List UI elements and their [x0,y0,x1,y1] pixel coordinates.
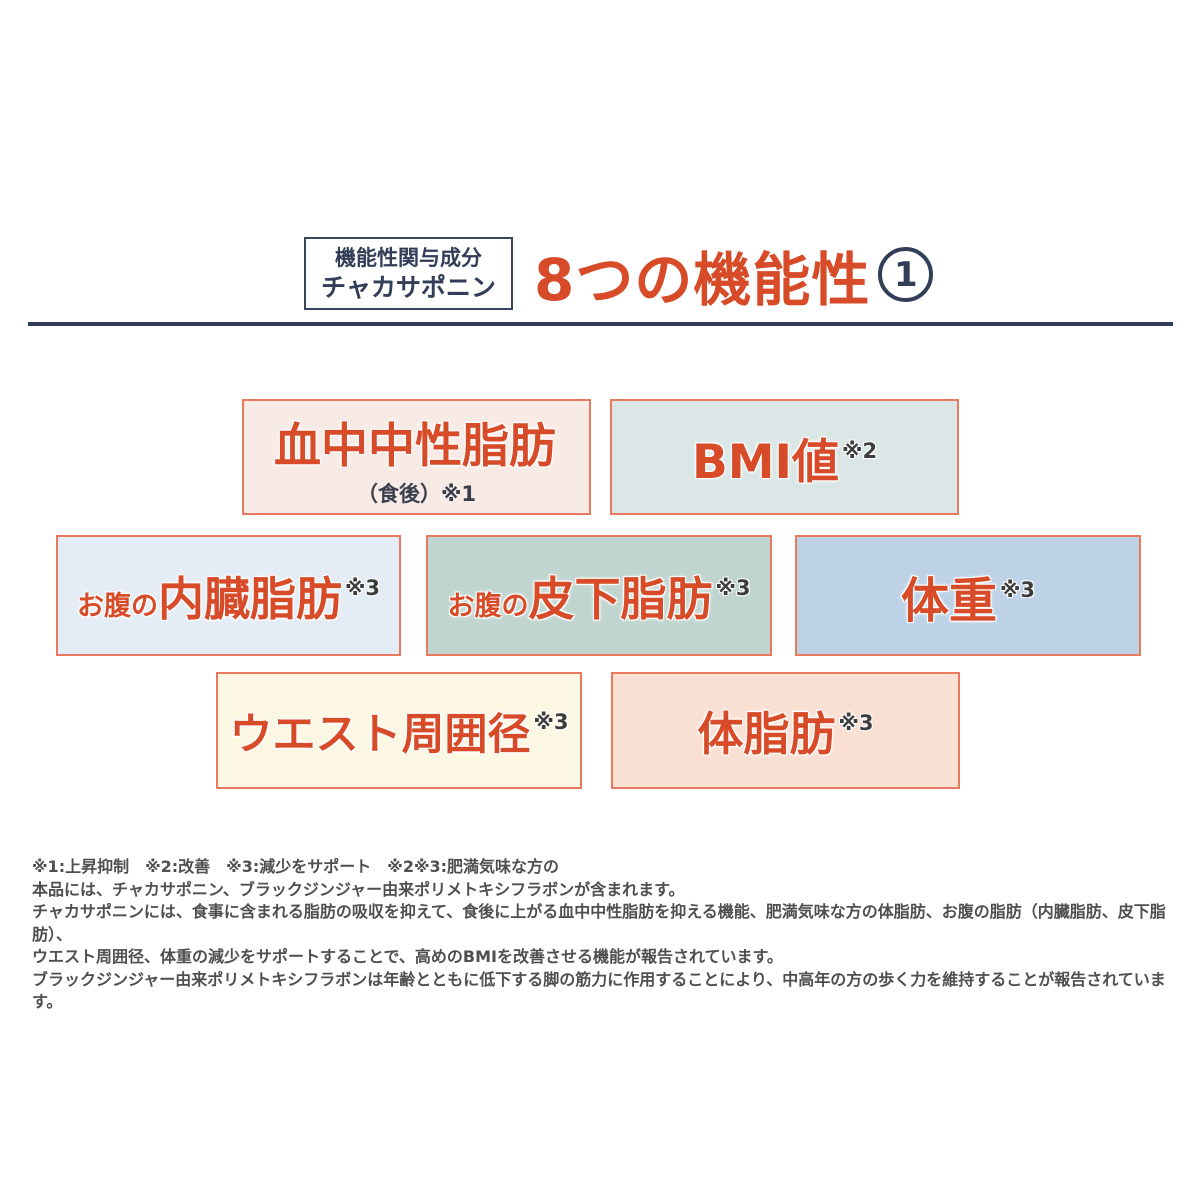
function-label: 内臓脂肪 [157,571,342,626]
function-box-body-fat: 体脂肪 ※3 [611,672,960,789]
footnote-mark: ※3 [344,575,381,600]
function-label: BMI値 [691,434,840,490]
function-box-visceral-fat: お腹の 内臓脂肪 ※3 [56,535,401,656]
function-box-blood-triglycerides: 血中中性脂肪 （食後）※1 [242,399,591,515]
function-label-prefix: お腹の [76,590,158,622]
footnotes: ※1:上昇抑制 ※2:改善 ※3:減少をサポート ※2※3:肥満気味な方の 本品… [32,856,1177,1014]
footnote-mark: ※3 [533,709,569,734]
footnote-line: 本品には、チャカサポニン、ブラックジンジャー由来ポリメトキシフラボンが含まれます… [32,879,685,899]
function-box-bmi-value: BMI値 ※2 [610,399,959,515]
function-label: ウエスト周囲径 [229,709,531,760]
function-label-prefix: お腹の [447,590,529,622]
function-sublabel: （食後）※1 [356,481,477,506]
function-label: 血中中性脂肪 [274,418,556,474]
footnote-mark: ※3 [838,710,874,735]
function-box-line: BMI値 ※2 [692,423,877,492]
function-box-line: 血中中性脂肪 [274,407,559,476]
page-title: 8つの機能性 1 [534,237,934,314]
function-box-line: ウエスト周囲径 ※3 [229,700,568,762]
function-label: 体重 [900,572,997,629]
footnote-line: ブラックジンジャー由来ポリメトキシフラボンは年齢とともに低下する脚の筋力に作用す… [32,969,1166,1012]
footnote-mark: ※3 [715,575,751,600]
header-divider [28,322,1173,326]
function-box-body-weight: 体重 ※3 [795,535,1141,656]
circled-number-one-icon: 1 [878,247,934,302]
function-label: 体脂肪 [697,706,836,761]
function-box-line: 体重 ※3 [901,561,1035,631]
footnote-mark: ※2 [842,438,878,463]
function-label: 皮下脂肪 [528,571,713,626]
function-box-waist-circumference: ウエスト周囲径 ※3 [216,672,582,789]
ingredient-badge-line2: チャカサポニン [321,272,496,302]
footnote-mark: ※3 [999,577,1036,602]
footnote-line: チャカサポニンには、食事に含まれる脂肪の吸収を抑えて、食後に上がる血中中性脂肪を… [32,902,1166,944]
function-box-line: お腹の 皮下脂肪 ※3 [447,563,750,629]
page-title-text: 8つの機能性 [534,245,871,314]
footnote-line: ※1:上昇抑制 ※2:改善 ※3:減少をサポート ※2※3:肥満気味な方の [32,857,560,876]
function-box-subcutaneous-fat: お腹の 皮下脂肪 ※3 [426,535,772,656]
footnote-line: ウエスト周囲径、体重の減少をサポートすることで、高めのBMIを改善させる機能が報… [32,947,783,966]
function-box-line: 体脂肪 ※3 [697,698,873,764]
function-box-line: お腹の 内臓脂肪 ※3 [77,563,380,629]
ingredient-badge: 機能性関与成分 チャカサポニン [304,237,513,310]
ingredient-badge-line1: 機能性関与成分 [335,246,482,271]
